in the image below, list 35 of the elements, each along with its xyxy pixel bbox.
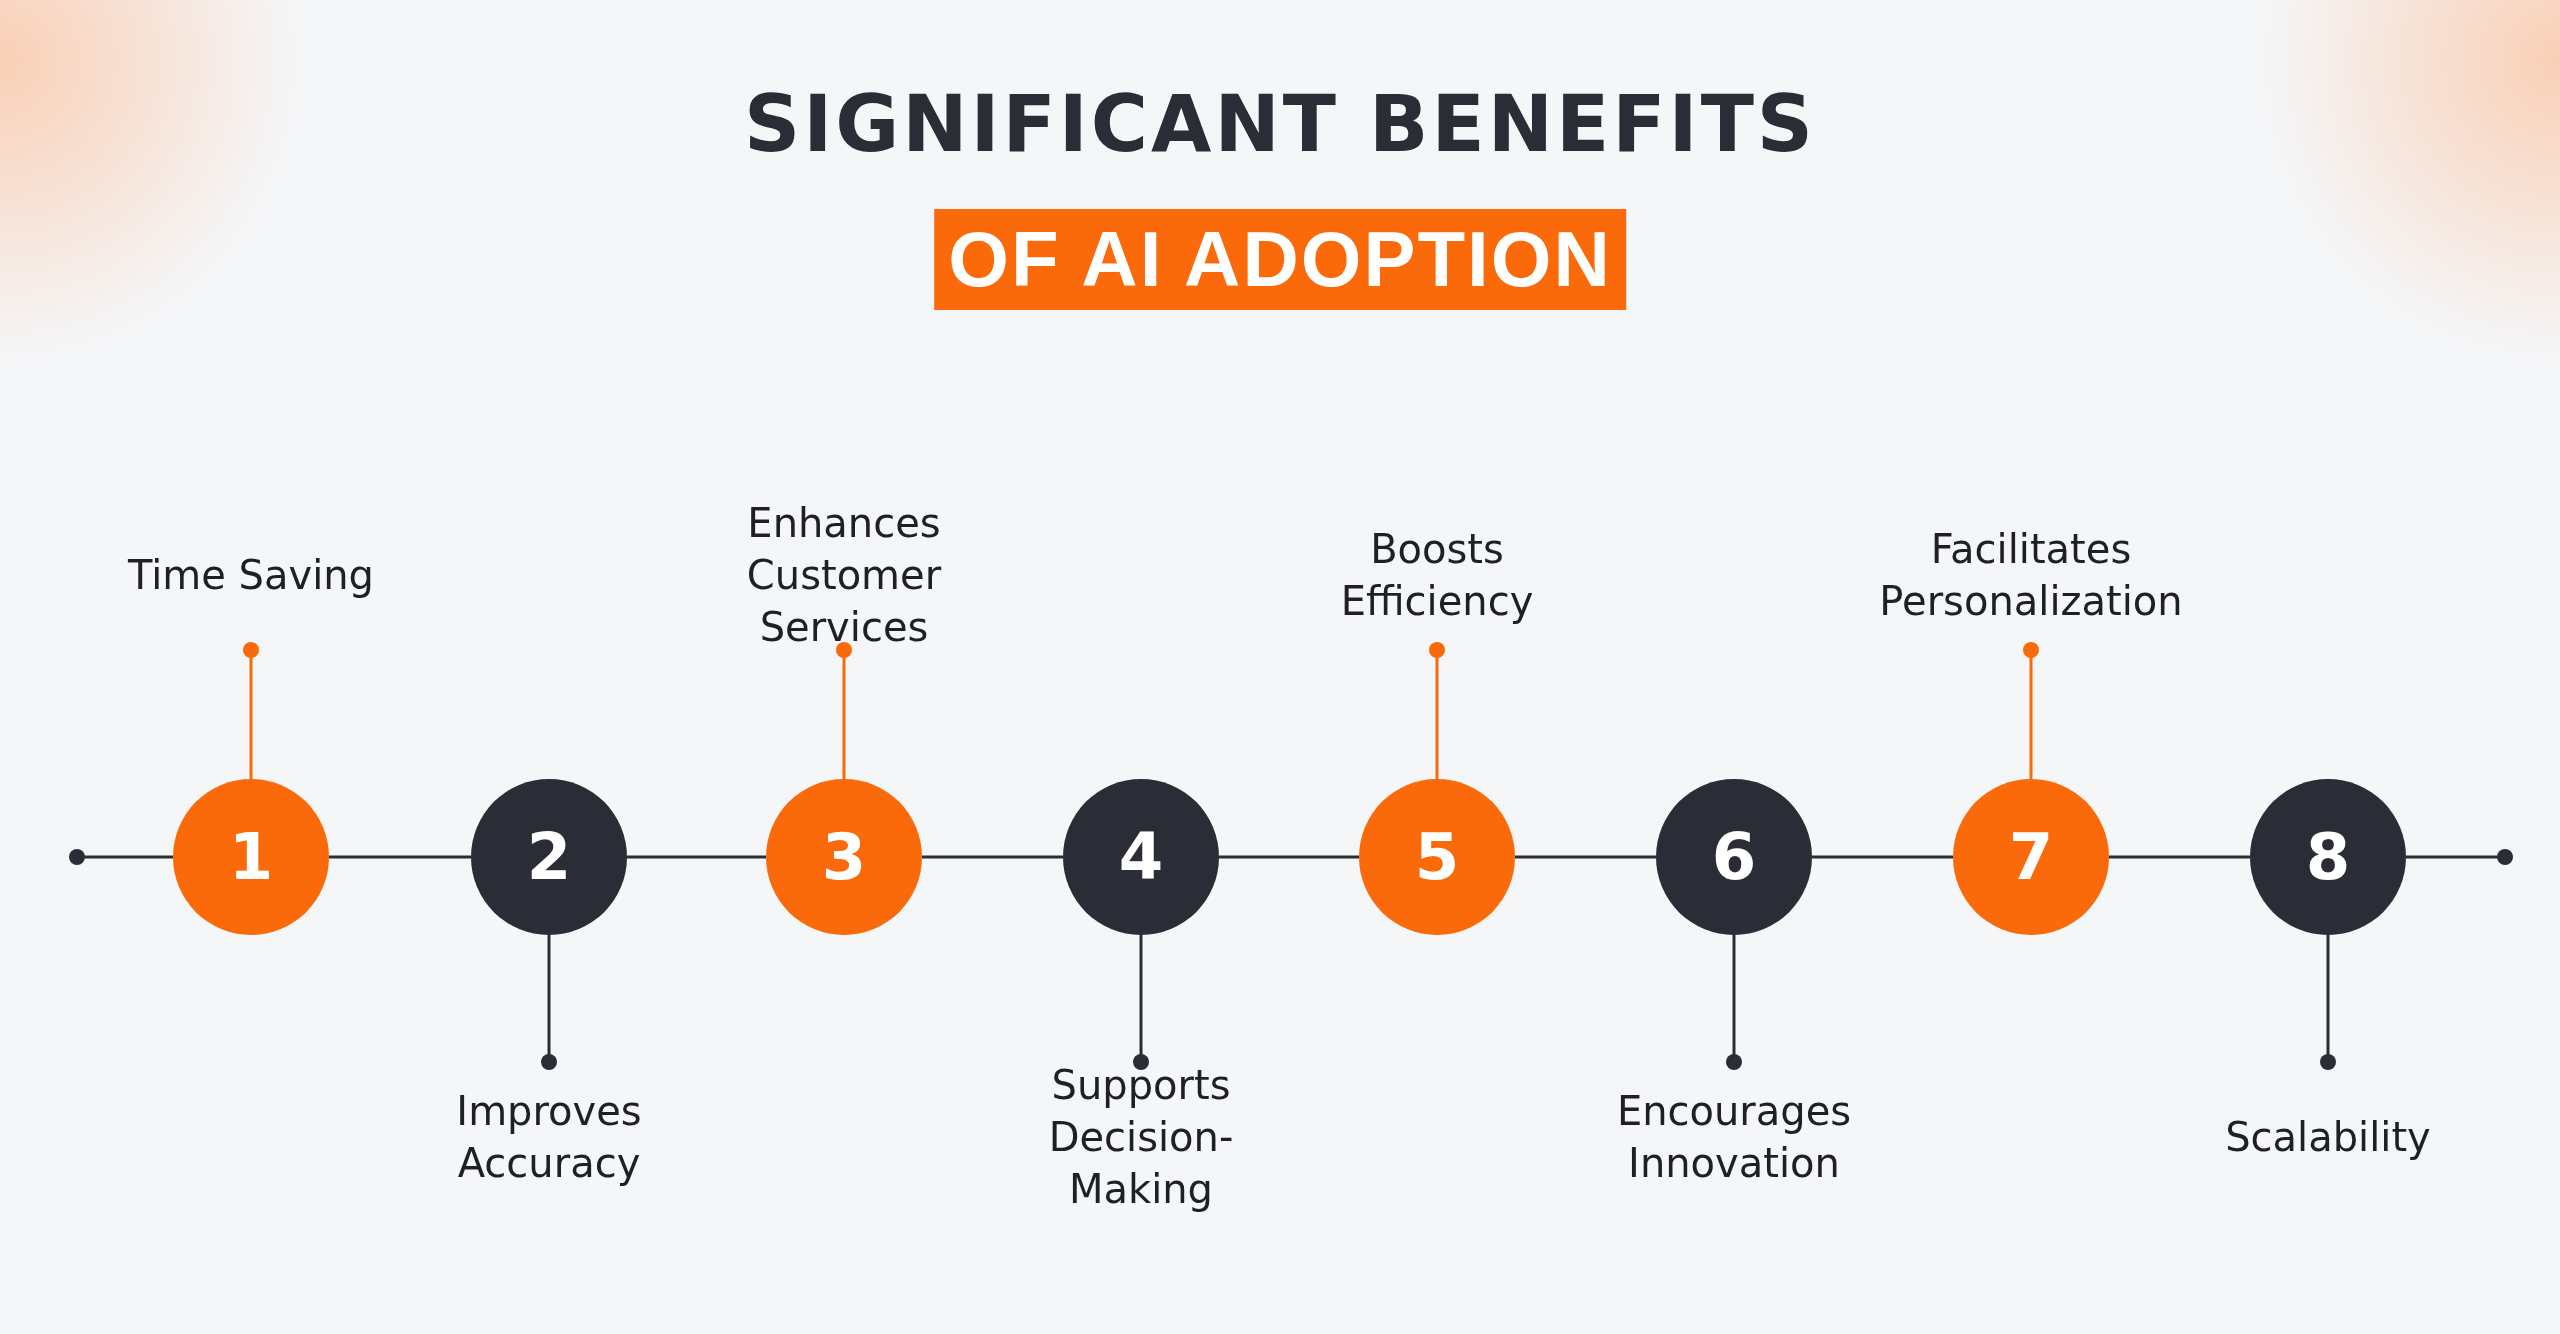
timeline-line (2109, 855, 2250, 859)
timeline-line (627, 855, 766, 859)
number-circle: 1 (173, 779, 329, 935)
number-circle: 5 (1359, 779, 1515, 935)
timeline-line (329, 855, 471, 859)
leader-line (243, 642, 259, 779)
timeline-line (922, 855, 1063, 859)
number-circle: 7 (1953, 779, 2109, 935)
benefit-label: Facilitates Personalization (1801, 500, 2261, 650)
benefit-label: Scalability (2098, 1062, 2558, 1212)
benefit-label: Improves Accuracy (319, 1062, 779, 1212)
timeline-line (1219, 855, 1359, 859)
timeline-line (2406, 849, 2513, 865)
leader-line (836, 642, 852, 779)
leader-line (2023, 642, 2039, 779)
title: SIGNIFICANT BENEFITS (742, 85, 1818, 163)
number-circle: 3 (766, 779, 922, 935)
benefit-label: Time Saving (21, 500, 481, 650)
subtitle-banner: OF AI ADOPTION (934, 209, 1626, 310)
benefit-label: Supports Decision-Making (911, 1062, 1371, 1212)
number-circle: 6 (1656, 779, 1812, 935)
benefit-label: Boosts Efficiency (1207, 500, 1667, 650)
timeline-line (1515, 855, 1656, 859)
timeline-line (69, 849, 173, 865)
leader-line (1133, 935, 1149, 1070)
timeline-line (1812, 855, 1953, 859)
number-circle: 4 (1063, 779, 1219, 935)
benefit-label: Encourages Innovation (1504, 1062, 1964, 1212)
number-circle: 2 (471, 779, 627, 935)
number-circle: 8 (2250, 779, 2406, 935)
leader-line (541, 935, 557, 1070)
leader-line (1726, 935, 1742, 1070)
leader-line (1429, 642, 1445, 779)
leader-line (2320, 935, 2336, 1070)
benefit-label: Enhances Customer Services (614, 500, 1074, 650)
